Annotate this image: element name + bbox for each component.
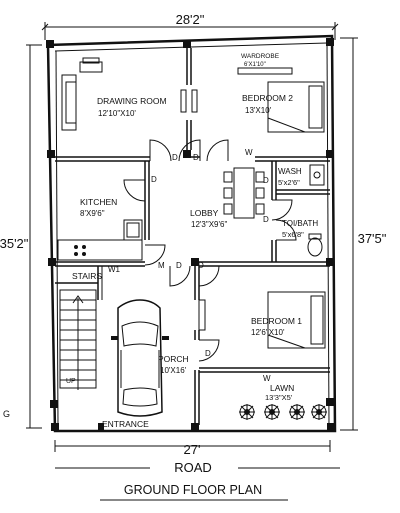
door-tag-porch: D [176,261,182,270]
sofa-icon [61,57,103,131]
toilet-icon [307,233,323,257]
door-tag-wash: D [263,176,269,185]
top-dimension-line [41,22,339,40]
bottom-dimension-line [54,440,331,452]
wash-basin-icon [309,164,325,186]
door-tag-bedroom1: D [198,261,204,270]
entrance-label: ENTRANCE [102,419,149,429]
wash-size: 5'x2'6" [278,178,300,187]
porch-size: 10'X16' [160,366,187,375]
interior-walls [55,48,330,425]
left-dimension-line [26,44,42,429]
bottom-dimension-label: 27' [184,442,201,457]
bedroom1-size: 12'6"X10' [251,328,285,337]
car-icon [111,299,169,417]
structural-columns [46,38,335,431]
window-tag-lawn: W [263,374,271,383]
porch-name: PORCH [158,354,189,364]
window-tag-w1: W1 [108,265,121,274]
lobby-name: LOBBY [190,208,219,218]
kitchen-counter-icon [57,219,143,261]
road-label: ROAD [174,460,212,475]
door-tag-kitchen: D [151,175,157,184]
drawing-room-name: DRAWING ROOM [97,96,167,106]
toi-bath-name: TOI/BATH [282,219,318,228]
left-dimension-label: 35'2" [0,236,29,251]
wardrobe-size: 6'X1'10" [244,62,266,68]
bed-icon [267,81,325,133]
door-tag-bedroom1-lower: D [205,349,211,358]
wardrobe-name: WARDROBE [241,53,280,60]
door-tag-toilet: D [263,215,269,224]
bedroom2-size: 13'X10' [245,106,272,115]
drawing-room-size: 12'10"X10' [98,109,136,118]
lawn-name: LAWN [270,383,294,393]
bedroom1-wardrobe-icon [198,299,206,331]
stairs-name: STAIRS [72,271,102,281]
top-dimension-label: 28'2" [176,12,205,27]
door-tag-lobby-right: D [193,153,199,162]
bedroom1-name: BEDROOM 1 [251,316,302,326]
right-dimension-line [340,37,358,431]
left-edge-fragment: G [3,409,10,419]
bed-icon-bedroom1 [267,291,326,349]
dining-table-icon [223,167,265,219]
tv-unit-icon [180,89,198,113]
kitchen-name: KITCHEN [80,197,117,207]
right-dimension-label: 37'5" [358,231,387,246]
kitchen-size: 8'X9'6" [80,209,105,218]
door-tag-lobby-left: D [172,153,178,162]
plan-title: GROUND FLOOR PLAN [124,483,262,497]
lawn-plants-icon [239,404,327,420]
toi-bath-size: 5'x6'8" [282,230,304,239]
sink-icon [126,222,140,238]
door-swings [123,139,297,362]
lawn-size: 13'3"X5' [265,393,293,402]
lobby-size: 12'3"X9'6" [191,220,227,229]
window-tag-bedroom2: W [245,148,253,157]
stairs-icon [59,289,97,390]
bedroom2-name: BEDROOM 2 [242,93,293,103]
stairs-up-label: UP [66,378,76,385]
wash-name: WASH [278,167,302,176]
wardrobe-icon [237,67,293,75]
m-tag: M [158,261,165,270]
